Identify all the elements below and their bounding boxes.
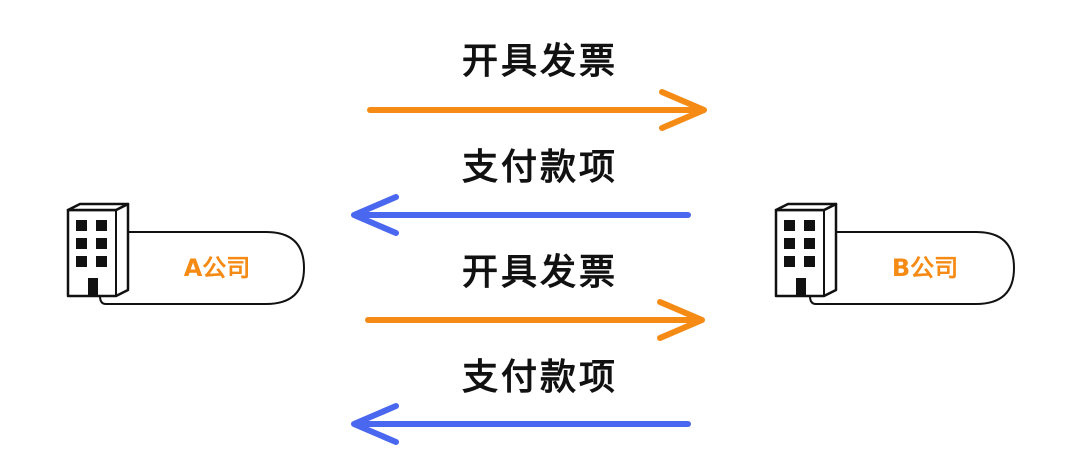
arrow-invoice-2 (365, 299, 705, 341)
flow-label-payment-2: 支付款项 (461, 357, 618, 398)
company-b-label: B公司 (891, 254, 959, 282)
flow-label-invoice-2: 开具发票 (461, 252, 618, 293)
arrow-payment-1 (351, 194, 691, 236)
arrow-invoice-1 (367, 89, 707, 131)
arrow-payment-2 (351, 403, 691, 445)
company-a (66, 202, 306, 305)
flow-label-payment-1: 支付款项 (461, 147, 618, 188)
company-b (774, 202, 1016, 305)
office-building-icon (66, 202, 130, 298)
office-building-icon (774, 202, 838, 298)
company-b-label-box (809, 231, 1016, 305)
company-a-label-box (99, 231, 306, 305)
company-a-label: A公司 (183, 254, 251, 282)
flow-label-invoice-1: 开具发票 (461, 41, 618, 82)
